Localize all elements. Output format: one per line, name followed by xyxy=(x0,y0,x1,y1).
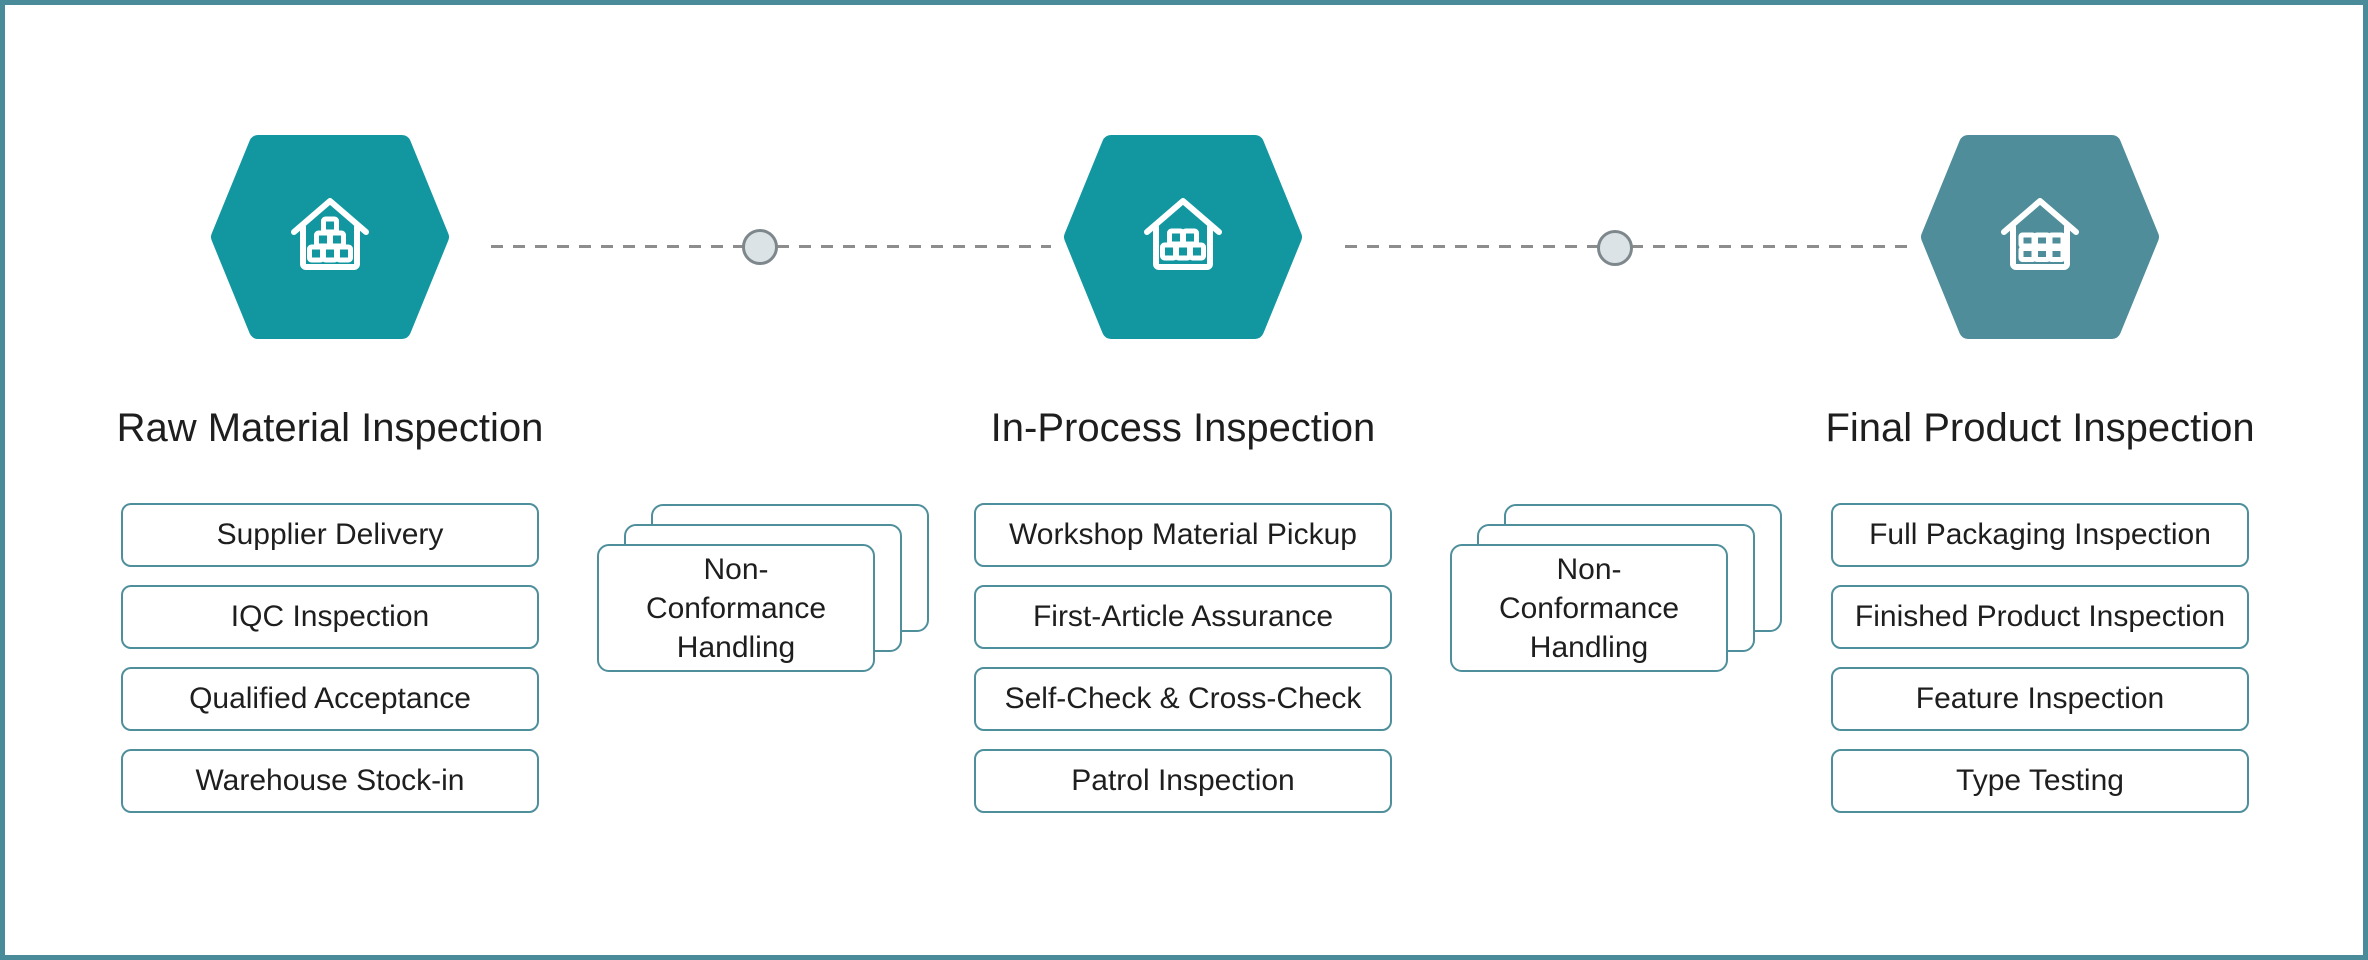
step-list: Supplier Delivery IQC Inspection Qualifi… xyxy=(121,503,539,813)
connector-node-circle-2 xyxy=(1597,230,1633,266)
step-list: Full Packaging Inspection Finished Produ… xyxy=(1831,503,2249,813)
non-conformance-stack-1: Non-Conformance Handling xyxy=(597,504,929,672)
stage-hexagon-badge xyxy=(210,133,450,341)
warehouse-stacked-boxes-icon xyxy=(1144,198,1222,270)
step-box: Qualified Acceptance xyxy=(121,667,539,731)
non-conformance-card: Non-Conformance Handling xyxy=(597,544,875,672)
step-box: IQC Inspection xyxy=(121,585,539,649)
stage-hexagon-badge xyxy=(1063,133,1303,341)
stage-title: Final Product Inspection xyxy=(1825,406,2255,450)
step-box: Patrol Inspection xyxy=(974,749,1392,813)
warehouse-pyramid-boxes-icon xyxy=(291,198,369,270)
step-box: Feature Inspection xyxy=(1831,667,2249,731)
step-box: Workshop Material Pickup xyxy=(974,503,1392,567)
non-conformance-card: Non-Conformance Handling xyxy=(1450,544,1728,672)
step-box: Finished Product Inspection xyxy=(1831,585,2249,649)
stage-in-process-inspection: In-Process Inspection Workshop Material … xyxy=(963,5,1403,955)
stage-title: Raw Material Inspection xyxy=(116,406,544,450)
step-box: Supplier Delivery xyxy=(121,503,539,567)
stage-title: In-Process Inspection xyxy=(990,406,1376,450)
step-box: Warehouse Stock-in xyxy=(121,749,539,813)
step-box: Type Testing xyxy=(1831,749,2249,813)
stage-final-product-inspection: Final Product Inspection Full Packaging … xyxy=(1820,5,2260,955)
warehouse-shelf-grid-icon xyxy=(2001,198,2079,270)
stage-hexagon-badge xyxy=(1920,133,2160,341)
step-box: Full Packaging Inspection xyxy=(1831,503,2249,567)
step-box: Self-Check & Cross-Check xyxy=(974,667,1392,731)
non-conformance-stack-2: Non-Conformance Handling xyxy=(1450,504,1782,672)
step-list: Workshop Material Pickup First-Article A… xyxy=(974,503,1392,813)
step-box: First-Article Assurance xyxy=(974,585,1392,649)
connector-node-circle-1 xyxy=(742,229,778,265)
stage-raw-material-inspection: Raw Material Inspection Supplier Deliver… xyxy=(110,5,550,955)
